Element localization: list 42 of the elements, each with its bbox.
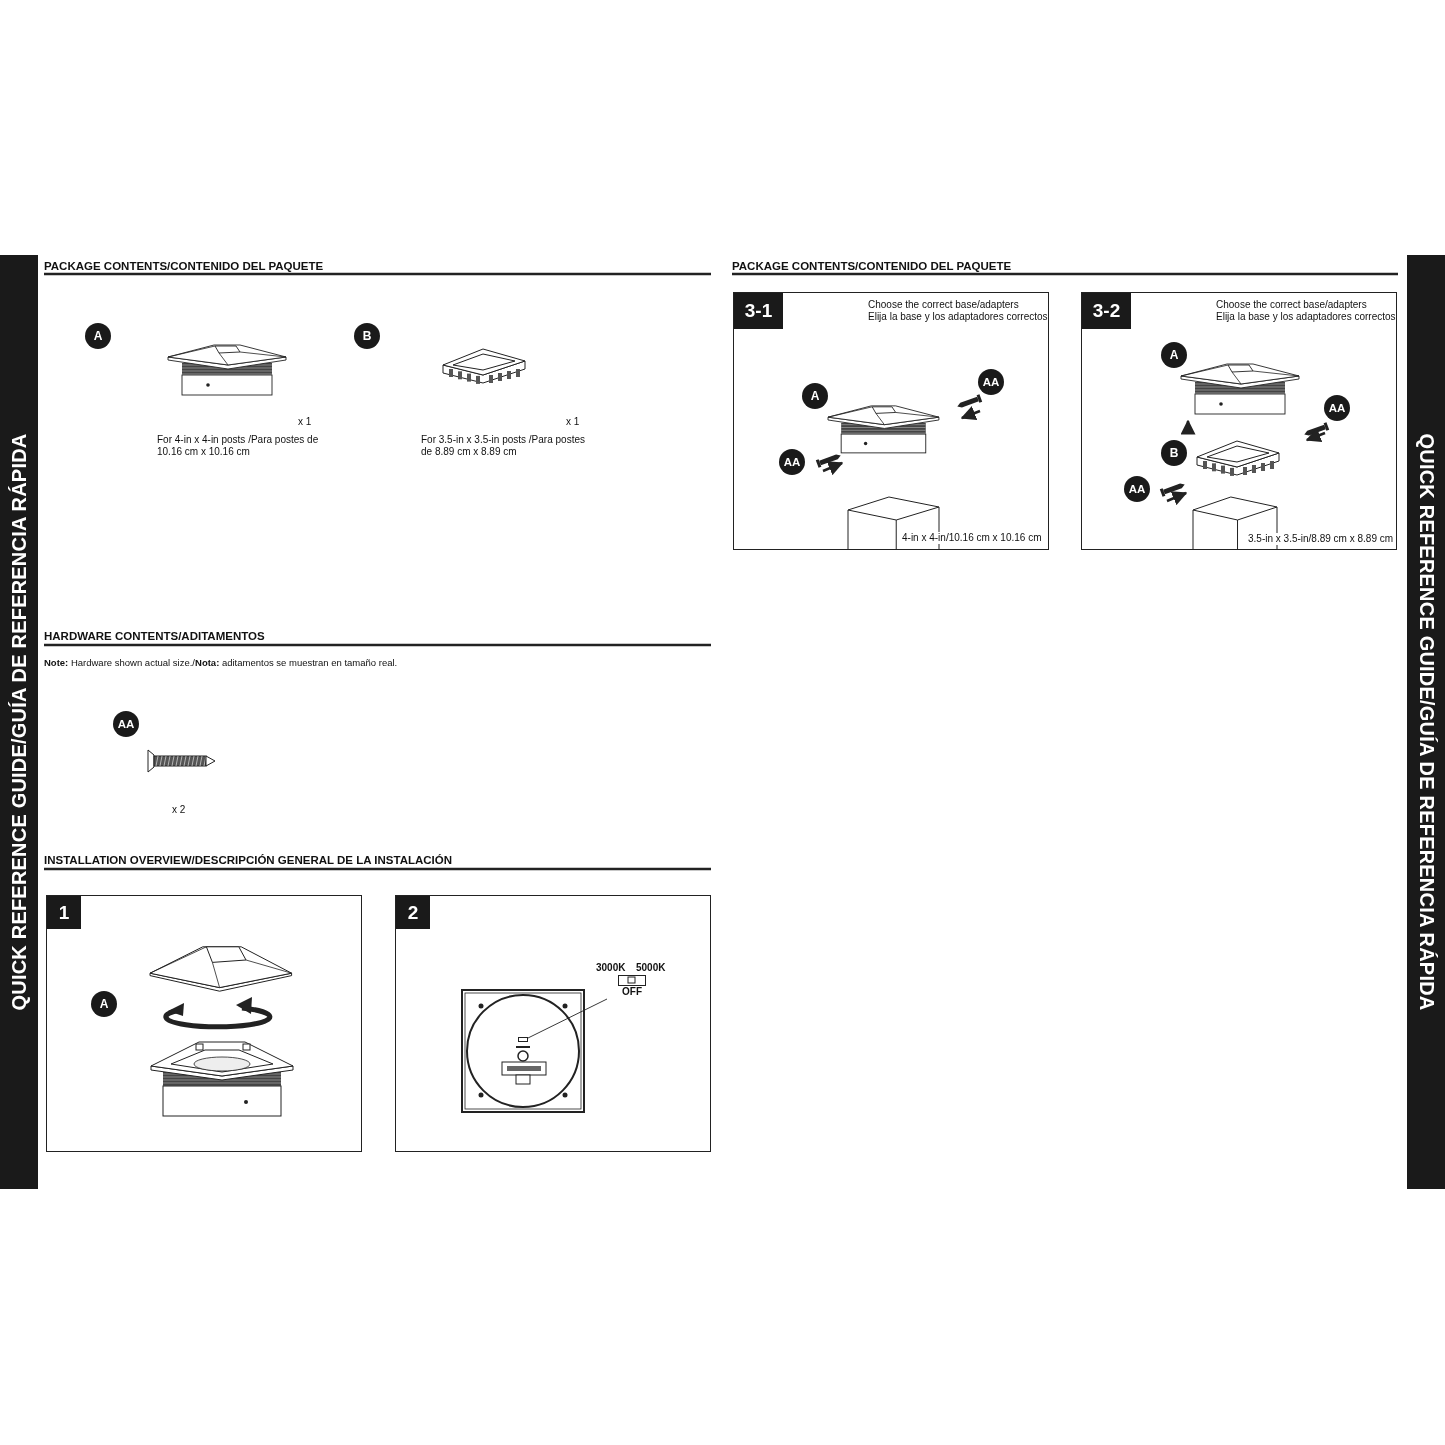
section-heading: PACKAGE CONTENTS/CONTENIDO DEL PAQUETE <box>44 260 324 272</box>
switch-label: 5000K <box>636 962 666 973</box>
callout-letter: B <box>354 323 380 349</box>
step-panel <box>395 895 711 1152</box>
leader-line <box>526 998 608 1039</box>
step-number: 2 <box>396 896 430 929</box>
section-heading: INSTALLATION OVERVIEW/DESCRIPCIÓN GENERAL DE LA INSTALACIÓN <box>44 854 453 866</box>
side-title: QUICK REFERENCE GUIDE/GUÍA DE REFERENCIA RÁPIDA <box>1414 433 1438 1011</box>
switch-label: 3000K <box>596 962 626 973</box>
dimension-text: 3.5-in x 3.5-in/8.89 cm x 8.89 cm <box>1246 533 1396 545</box>
switch-label: OFF <box>622 986 642 997</box>
callout-letter: AA <box>1324 395 1350 421</box>
step-panel <box>1081 292 1397 550</box>
step-number: 3-1 <box>734 293 783 329</box>
step-number: 1 <box>47 896 81 929</box>
callout-letter: A <box>802 383 828 409</box>
note-text: Note: Hardware shown actual size./Nota: aditamentos se muestran en tamaño real. <box>44 657 398 668</box>
caption-text: x 2 <box>172 804 186 816</box>
callout-letter: A <box>1161 342 1187 368</box>
section-heading: PACKAGE CONTENTS/CONTENIDO DEL PAQUETE <box>732 260 1012 272</box>
instruction-text: Elija la base y los adaptadores correctos <box>1216 311 1396 323</box>
callout-letter: AA <box>113 711 139 737</box>
callout-letter: AA <box>978 369 1004 395</box>
caption-text: x 1 <box>298 416 312 428</box>
caption-text: x 1 <box>566 416 580 428</box>
caption-text: For 4-in x 4-in posts /Para postes de 10.16 cm x 10.16 cm <box>157 434 320 458</box>
step-number: 3-2 <box>1082 293 1131 329</box>
step-panel <box>733 292 1049 550</box>
caption-text: For 3.5-in x 3.5-in posts /Para postes de 8.89 cm x 8.89 cm <box>421 434 586 458</box>
callout-letter: AA <box>1124 476 1150 502</box>
callout-letter: B <box>1161 440 1187 466</box>
callout-letter: A <box>85 323 111 349</box>
step-panel <box>46 895 362 1152</box>
side-title: QUICK REFERENCE GUIDE/GUÍA DE REFERENCIA RÁPIDA <box>7 433 31 1011</box>
callout-letter: A <box>91 991 117 1017</box>
dimension-text: 4-in x 4-in/10.16 cm x 10.16 cm <box>900 532 1044 544</box>
instruction-text: Choose the correct base/adapters <box>868 299 1019 311</box>
instruction-text: Elija la base y los adaptadores correctos <box>868 311 1048 323</box>
switch-slot <box>518 1037 528 1042</box>
instruction-text: Choose the correct base/adapters <box>1216 299 1367 311</box>
callout-letter: AA <box>779 449 805 475</box>
section-heading: HARDWARE CONTENTS/ADITAMENTOS <box>44 630 265 642</box>
